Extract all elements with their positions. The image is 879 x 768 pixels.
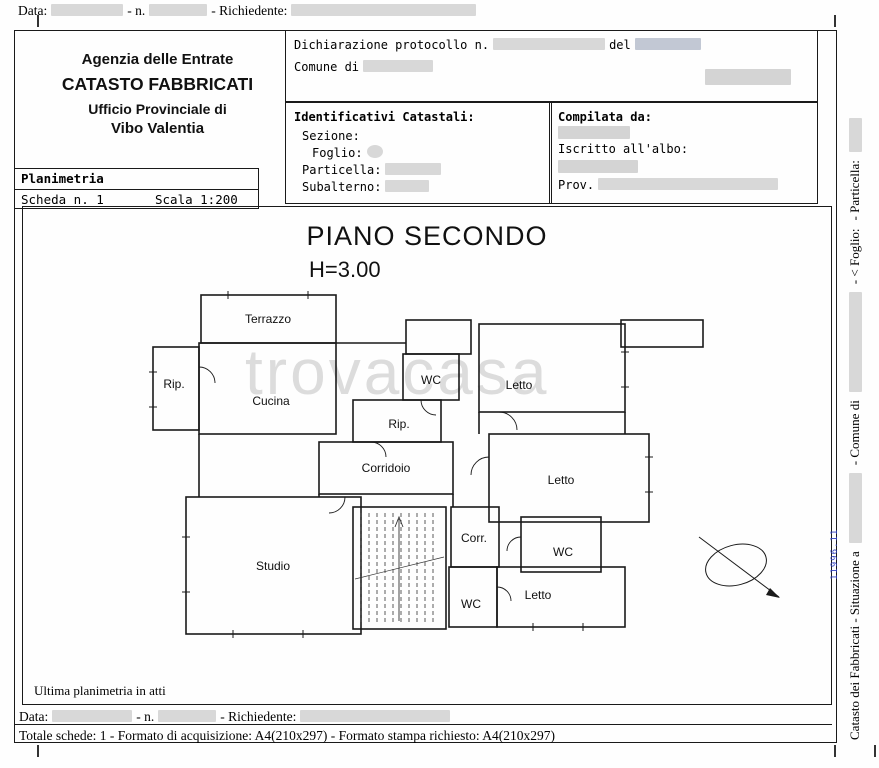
- room-label-cucina: Cucina: [252, 394, 290, 408]
- redaction-block: [493, 38, 606, 50]
- redaction-block: [149, 4, 208, 16]
- scheda-row: Scheda n. 1 Scala 1:200: [15, 190, 258, 207]
- room-label-rip2: Rip.: [388, 417, 409, 431]
- data-label: Data:: [19, 709, 49, 724]
- vertical-particella-label: - Particella:: [847, 160, 862, 221]
- redaction-block: [52, 710, 133, 722]
- richiedente-label: - Richiedente:: [211, 3, 288, 18]
- registration-mark: [37, 15, 39, 27]
- redaction-block: [51, 4, 124, 16]
- floor-height-label: H=3.00: [309, 257, 381, 282]
- redaction-block: [300, 710, 451, 722]
- richiedente-label: - Richiedente:: [220, 709, 297, 724]
- room-label-studio: Studio: [256, 559, 290, 573]
- office-city: Vibo Valentia: [110, 120, 205, 137]
- subalterno-label: Subalterno:: [302, 180, 382, 194]
- vertical-margin-text: Catasto dei Fabbricati - Situazione a - …: [842, 30, 868, 740]
- declaration-del: del: [609, 38, 631, 52]
- compilata-box: Compilata da: Iscritto all'albo: Prov.: [549, 101, 818, 204]
- n-label: - n.: [127, 3, 146, 18]
- albo-label: Iscritto all'albo:: [558, 142, 689, 156]
- identificativi-title: Identificativi Catastali:: [294, 110, 475, 124]
- floor-plan-svg: Terrazzo Rip. Cucina WC Letto Rip. Corri…: [149, 291, 780, 638]
- registration-mark: [874, 745, 876, 757]
- room-label-wc-mid: WC: [553, 545, 573, 559]
- ultima-planimetria-note: Ultima planimetria in atti: [34, 683, 166, 698]
- prov-label: Prov.: [558, 178, 595, 192]
- agency-header: Agenzia delle Entrate CATASTO FABBRICATI…: [55, 51, 260, 137]
- redaction-block: [705, 69, 791, 85]
- prov-row: Prov.: [558, 178, 782, 192]
- n-label: - n.: [136, 709, 155, 724]
- foglio-label: Foglio:: [312, 146, 363, 160]
- registration-mark: [834, 15, 836, 27]
- comune-line: Comune di: [294, 60, 437, 74]
- redaction-block: [598, 178, 779, 190]
- redaction-block: [385, 163, 442, 175]
- room-label-letto-bottom: Letto: [525, 588, 552, 602]
- room-label-rip1: Rip.: [163, 377, 184, 391]
- redaction-block: [158, 710, 217, 722]
- scheda-label: Scheda n. 1: [21, 192, 104, 207]
- redaction-block: [558, 160, 638, 173]
- sezione-label: Sezione:: [302, 129, 360, 143]
- declaration-prefix: Dichiarazione protocollo n.: [294, 38, 490, 52]
- particella-label: Particella:: [302, 163, 382, 177]
- room-labels: Terrazzo Rip. Cucina WC Letto Rip. Corri…: [163, 312, 574, 611]
- data-label: Data:: [18, 3, 48, 18]
- vertical-foglio-label: - < Foglio:: [847, 228, 862, 285]
- room-label-wc-bottom: WC: [461, 597, 481, 611]
- footer-totale-line: Totale schede: 1 - Formato di acquisizio…: [15, 724, 832, 744]
- floor-plan-walls: [152, 294, 704, 635]
- room-label-wc-top: WC: [421, 373, 441, 387]
- footer-data-line: Data: - n. - Richiedente:: [19, 709, 454, 725]
- planimetria-box: Planimetria Scheda n. 1 Scala 1:200: [14, 168, 259, 209]
- document-frame: Agenzia delle Entrate CATASTO FABBRICATI…: [14, 30, 837, 743]
- identificativi-box: Identificativi Catastali: Sezione: Fogli…: [285, 101, 552, 204]
- redaction-block: [634, 38, 701, 50]
- agency-name: Agenzia delle Entrate: [81, 51, 234, 68]
- stairs-direction-arrow: [354, 515, 445, 621]
- vertical-comune-label: - Comune di: [847, 400, 862, 466]
- scala-label: Scala 1:200: [155, 192, 238, 207]
- floor-title: PIANO SECONDO: [306, 221, 548, 251]
- redaction-block: [366, 145, 383, 158]
- vertical-catasto-label: Catasto dei Fabbricati - Situazione a: [847, 551, 862, 740]
- room-label-letto-right: Letto: [548, 473, 575, 487]
- compilata-label: Compilata da:: [558, 110, 652, 124]
- declaration-line: Dichiarazione protocollo n. del: [294, 38, 705, 52]
- registration-mark: [834, 745, 836, 757]
- sezione-row: Sezione:: [302, 129, 360, 143]
- redaction-block: [848, 473, 862, 544]
- catasto-title: CATASTO FABBRICATI: [61, 74, 254, 94]
- redaction-block: [848, 292, 862, 393]
- top-data-line: Data: - n. - Richiedente:: [18, 3, 480, 19]
- room-label-corridoio: Corridoio: [362, 461, 411, 475]
- compass-symbol: [698, 536, 780, 598]
- comune-label: Comune di: [294, 60, 360, 74]
- planimetria-title: Planimetria: [15, 169, 258, 190]
- stairs-hatch: [360, 513, 434, 623]
- office-label: Ufficio Provinciale di: [88, 101, 227, 117]
- window-marks: [149, 291, 653, 638]
- redaction-block: [363, 60, 434, 72]
- subalterno-row: Subalterno:: [302, 180, 433, 194]
- declaration-box: Dichiarazione protocollo n. del Comune di: [285, 30, 818, 103]
- redaction-block: [558, 126, 630, 139]
- redaction-block: [848, 118, 862, 153]
- redaction-block: [385, 180, 430, 192]
- room-label-letto-top: Letto: [506, 378, 533, 392]
- room-label-corr: Corr.: [461, 531, 487, 545]
- floor-plan-area: PIANO SECONDO H=3.00 trovacasa: [22, 206, 832, 705]
- foglio-row: Foglio:: [312, 145, 387, 160]
- particella-row: Particella:: [302, 163, 445, 177]
- door-swings: [198, 366, 522, 602]
- blue-stamp-number: 11996.11: [830, 528, 840, 580]
- redaction-block: [291, 4, 477, 16]
- registration-mark: [37, 745, 39, 757]
- room-label-terrazzo: Terrazzo: [245, 312, 291, 326]
